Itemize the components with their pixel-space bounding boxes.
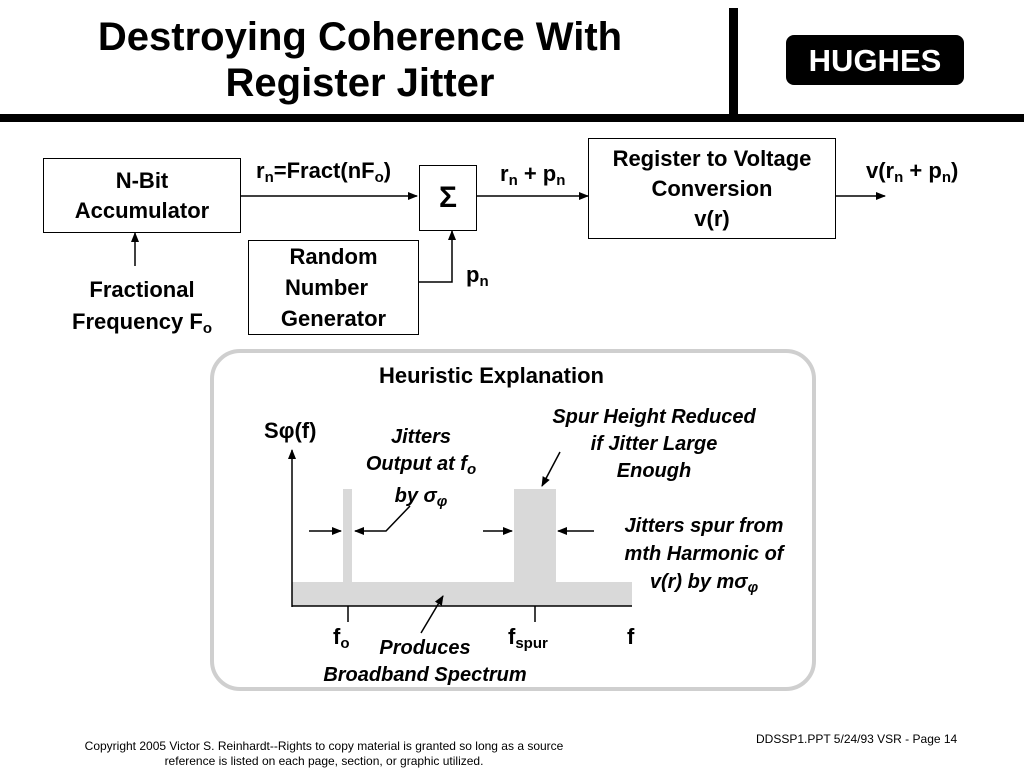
title-divider-vertical — [729, 8, 738, 116]
spur-from-line3-text: v(r) by mσ — [649, 571, 748, 593]
fract-label-r: r — [256, 158, 265, 183]
rng-line2: Number — [284, 275, 369, 300]
spur-line1: Spur Height Reduced — [552, 406, 756, 428]
tick-fo-f: f — [333, 624, 341, 649]
sum-out-mid: + p — [517, 161, 557, 186]
arrow-rng-to-sum — [419, 230, 456, 283]
spur-height-annotation: Spur Height Reduced if Jitter Large Enou… — [537, 404, 771, 485]
slide-title-line2: Register Jitter — [225, 61, 495, 105]
copyright-line2: reference is listed on each page, sectio… — [164, 754, 484, 768]
jitters-line3-text: by σ — [394, 485, 437, 507]
converter-line1: Register to Voltage — [612, 145, 812, 171]
tick-fspur-f: f — [508, 624, 516, 649]
y-axis-label-s: S — [264, 418, 279, 443]
tick-label-fspur: fspur — [508, 624, 548, 657]
input-line1: Fractional — [89, 277, 195, 302]
converter-line3: v(r) — [694, 205, 730, 231]
produces-line2: Broadband Spectrum — [323, 664, 527, 686]
jitters-line2-text: Output at f — [365, 453, 467, 475]
jitters-phi: φ — [436, 493, 448, 510]
copyright-notice: Copyright 2005 Victor S. Reinhardt--Righ… — [0, 739, 648, 769]
y-axis-label: Sφ(f) — [264, 418, 316, 444]
pn-label: pn — [466, 262, 489, 295]
sum-out-sub: n — [508, 172, 518, 189]
heuristic-title: Heuristic Explanation — [379, 363, 604, 388]
input-line2-text: Frequency F — [72, 309, 203, 334]
converter-line2: Conversion — [651, 175, 773, 201]
spur-from-line1: Jitters spur from — [624, 515, 784, 537]
out-mid: + p — [903, 158, 942, 183]
arrow-jitter-right — [354, 505, 411, 535]
sum-out-sub2: n — [556, 172, 566, 189]
accumulator-line2: Accumulator — [74, 197, 210, 223]
arrow-spur-height — [541, 451, 561, 487]
output-label: v(rn + pn) — [866, 158, 958, 191]
tick-fspur-sub: spur — [515, 635, 548, 652]
sum-output-label: rn + pn — [500, 161, 565, 194]
pn-p: p — [466, 262, 480, 287]
jitters-line2: Output at fo — [348, 451, 494, 483]
accumulator-block: N-Bit Accumulator — [43, 158, 241, 233]
tick-label-f: f — [627, 624, 635, 649]
spur-line2: if Jitter Large — [590, 433, 718, 455]
slide-title: Destroying Coherence With Register Jitte… — [30, 14, 690, 106]
tick-fo-sub: o — [340, 635, 350, 652]
sigma-symbol: Σ — [438, 181, 457, 214]
heuristic-panel — [210, 349, 816, 691]
out-pre: v(r — [866, 158, 895, 183]
spur-bar-fspur — [514, 489, 556, 584]
out-end: ) — [950, 158, 959, 183]
out-sub2: n — [941, 169, 951, 186]
input-line2: Frequency Fo — [52, 306, 232, 345]
spur-line3: Enough — [616, 460, 692, 482]
title-divider-horizontal — [0, 114, 1024, 122]
broadband-floor — [292, 582, 632, 606]
input-label: Fractional Frequency Fo — [52, 274, 232, 345]
jitters-line3: by σφ — [348, 483, 494, 515]
fract-label: rn=Fract(nFo) — [256, 158, 391, 191]
produces-line1: Produces — [379, 637, 471, 659]
rng-line3: Generator — [280, 306, 387, 331]
out-sub: n — [894, 169, 904, 186]
input-sub: o — [202, 320, 212, 337]
fract-label-sub: n — [264, 169, 274, 186]
page-reference: DDSSP1.PPT 5/24/93 VSR - Page 14 — [756, 732, 958, 746]
fract-label-mid: =Fract(nF — [273, 158, 375, 183]
y-axis-label-phi: φ — [278, 418, 295, 443]
fract-label-end: ) — [383, 158, 392, 183]
converter-block: Register to Voltage Conversion v(r) — [588, 138, 836, 239]
accumulator-line1: N-Bit — [115, 167, 169, 193]
slide-title-line1: Destroying Coherence With — [97, 15, 623, 59]
arrow-broadband — [420, 595, 444, 634]
produces-annotation: Produces Broadband Spectrum — [305, 635, 545, 689]
y-axis-label-f: (f) — [294, 418, 317, 443]
pn-sub: n — [479, 273, 489, 290]
spur-from-line2: mth Harmonic of — [624, 543, 784, 565]
tick-label-fo: fo — [333, 624, 350, 657]
jitters-sub: o — [466, 461, 477, 478]
jitters-annotation: Jitters Output at fo by σφ — [348, 424, 494, 515]
spur-from-line3: v(r) by mσφ — [606, 568, 802, 602]
rng-block: Random Number Generator — [248, 240, 419, 335]
sum-block: Σ — [419, 165, 477, 231]
rng-line1: Random — [289, 244, 378, 269]
hughes-logo: HUGHES — [786, 35, 964, 85]
spur-from-phi: φ — [747, 579, 759, 596]
copyright-line1: Copyright 2005 Victor S. Reinhardt--Righ… — [84, 739, 564, 753]
fract-label-sub2: o — [374, 169, 384, 186]
sum-out-r: r — [500, 161, 509, 186]
jitters-line1: Jitters — [390, 426, 452, 448]
carrier-line-fo — [343, 489, 352, 584]
spur-jitter-annotation: Jitters spur from mth Harmonic of v(r) b… — [606, 512, 802, 602]
